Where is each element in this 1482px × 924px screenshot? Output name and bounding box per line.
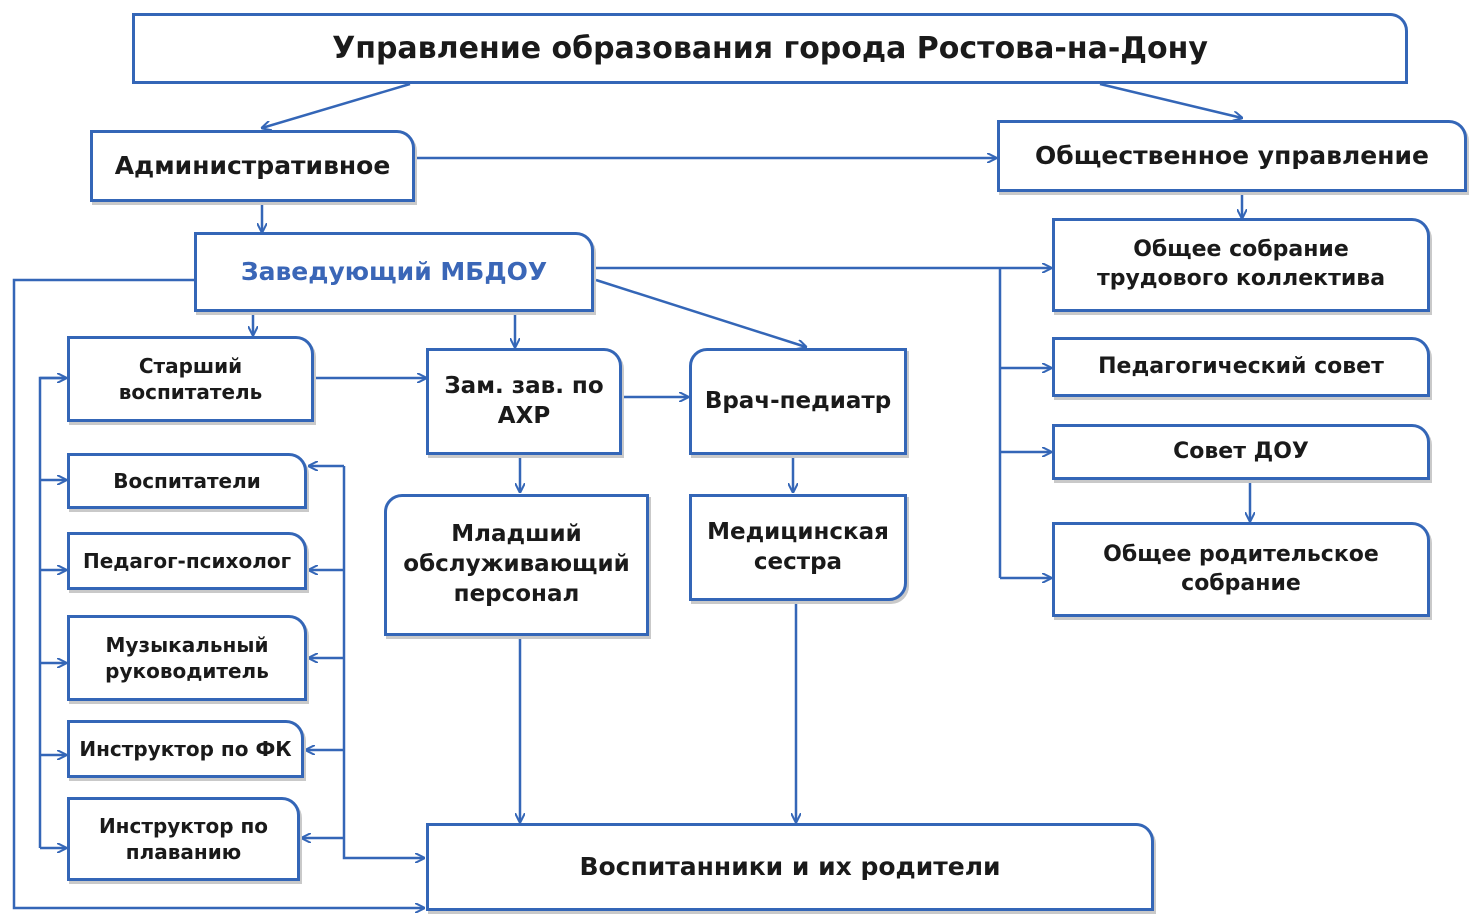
head-box: Заведующий МБДОУ bbox=[194, 232, 594, 312]
senior-box: Старший воспитатель bbox=[67, 336, 314, 422]
pe-box: Инструктор по ФК bbox=[67, 720, 304, 778]
arrow-head-kids-loop bbox=[12, 278, 424, 908]
admin-box: Административное bbox=[90, 130, 415, 202]
arrow-top-admin bbox=[262, 82, 411, 128]
public-box: Общественное управление bbox=[997, 120, 1467, 192]
teachers-box: Воспитатели bbox=[67, 453, 307, 509]
psych-box: Педагог-психолог bbox=[67, 532, 307, 590]
nurse-box: Медицинская сестра bbox=[689, 494, 907, 601]
arrow-top-public bbox=[1099, 82, 1242, 118]
title-box: Управление образования города Ростова-на… bbox=[132, 13, 1408, 84]
kids-box: Воспитанники и их родители bbox=[426, 823, 1154, 911]
pedcouncil-box: Педагогический совет bbox=[1052, 337, 1430, 397]
music-box: Музыкальный руководитель bbox=[67, 615, 307, 701]
junior-box: Младший обслуживающий персонал bbox=[384, 494, 649, 636]
parents-box: Общее родительское собрание bbox=[1052, 522, 1430, 617]
arrow-head-doctor bbox=[595, 278, 806, 347]
assembly-box: Общее собрание трудового коллектива bbox=[1052, 218, 1430, 312]
arrow-staff-kids bbox=[342, 466, 424, 858]
council-box: Совет ДОУ bbox=[1052, 424, 1430, 480]
deputy-box: Зам. зав. по АХР bbox=[426, 348, 622, 455]
swim-box: Инструктор по плаванию bbox=[67, 797, 300, 881]
doctor-box: Врач-педиатр bbox=[689, 348, 907, 455]
left-trunk bbox=[38, 376, 66, 848]
